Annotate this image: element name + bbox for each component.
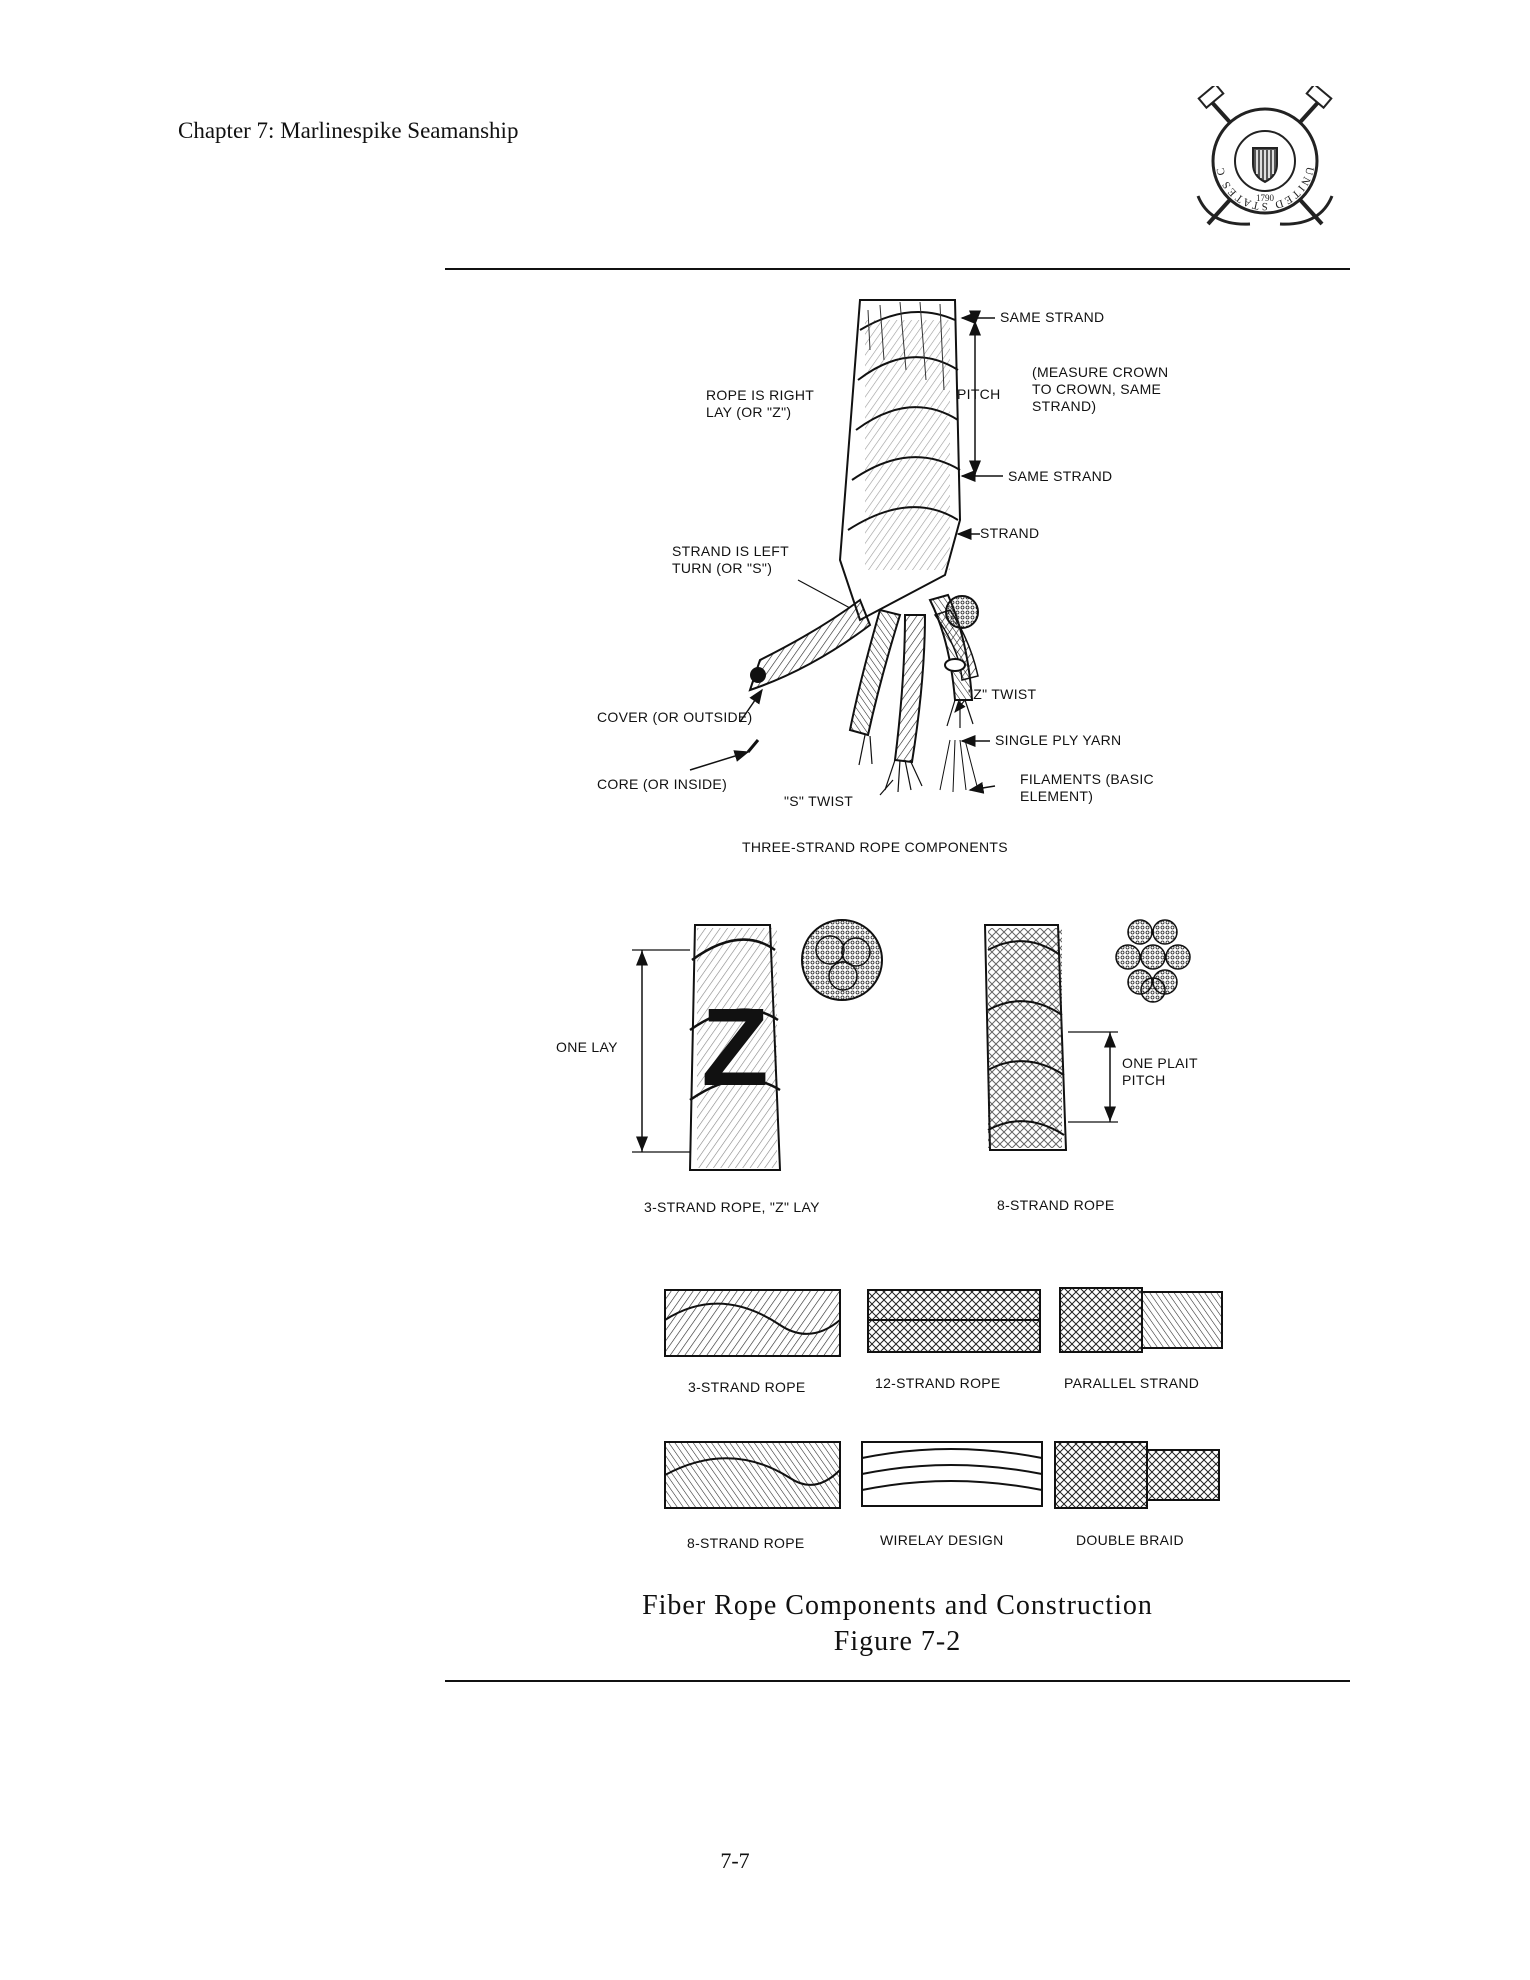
label-one-plait-1: ONE PLAIT: [1122, 1055, 1198, 1071]
label-measure-3: STRAND): [1032, 398, 1096, 414]
label-measure-2: TO CROWN, SAME: [1032, 381, 1161, 397]
z-lay-rope-illustration: Z: [632, 919, 883, 1171]
z-lay-letter: Z: [701, 986, 768, 1109]
label-strand-turn-1: STRAND IS LEFT: [672, 543, 789, 559]
eight-strand-rope-illustration: [983, 919, 1191, 1151]
chapter-header: Chapter 7: Marlinespike Seamanship: [178, 118, 519, 143]
eight-strand-caption: 8-STRAND ROPE: [997, 1197, 1114, 1213]
label-pitch: PITCH: [957, 386, 1001, 402]
label-cover: COVER (OR OUTSIDE): [597, 709, 753, 725]
coast-guard-seal-icon: UNITED STATES COAST GUARD 1790: [1190, 86, 1334, 226]
construction-12-strand: 12-STRAND ROPE: [875, 1375, 1001, 1391]
bottom-panel-labels: 3-STRAND ROPE 12-STRAND ROPE PARALLEL ST…: [687, 1375, 1199, 1551]
label-same-strand-bottom: SAME STRAND: [1008, 468, 1112, 484]
construction-double-braid: DOUBLE BRAID: [1076, 1532, 1184, 1548]
label-measure-1: (MEASURE CROWN: [1032, 364, 1168, 380]
label-z-twist: "Z" TWIST: [968, 686, 1037, 702]
top-divider: [445, 268, 1350, 270]
z-lay-caption: 3-STRAND ROPE, "Z" LAY: [644, 1199, 820, 1215]
figure-caption-number: Figure 7-2: [833, 1626, 962, 1657]
rope-construction-samples: [664, 1287, 1223, 1509]
label-core: CORE (OR INSIDE): [597, 776, 727, 792]
label-s-twist: "S" TWIST: [784, 793, 853, 809]
bottom-divider: [445, 1680, 1350, 1682]
label-strand-turn-2: TURN (OR "S"): [672, 560, 772, 576]
label-one-plait-2: PITCH: [1122, 1072, 1166, 1088]
label-filaments-2: ELEMENT): [1020, 788, 1093, 804]
middle-panel-labels: ONE LAY 3-STRAND ROPE, "Z" LAY ONE PLAIT…: [556, 1039, 1198, 1215]
construction-3-strand: 3-STRAND ROPE: [688, 1379, 805, 1395]
top-panel-leaders: [689, 310, 1003, 796]
construction-wirelay: WIRELAY DESIGN: [880, 1532, 1004, 1548]
construction-8-strand: 8-STRAND ROPE: [687, 1535, 804, 1551]
label-strand: STRAND: [980, 525, 1039, 541]
three-strand-rope-illustration: [746, 299, 979, 793]
label-one-lay: ONE LAY: [556, 1039, 618, 1055]
label-rope-lay-2: LAY (OR "Z"): [706, 404, 791, 420]
top-panel-title: THREE-STRAND ROPE COMPONENTS: [742, 839, 1008, 855]
page-number: 7-7: [720, 1848, 750, 1873]
figure-caption-title: Fiber Rope Components and Construction: [642, 1590, 1153, 1621]
top-panel-labels: SAME STRAND (MEASURE CROWN TO CROWN, SAM…: [597, 309, 1168, 855]
seal-year: 1790: [1256, 193, 1275, 203]
label-filaments-1: FILAMENTS (BASIC: [1020, 771, 1154, 787]
label-rope-lay-1: ROPE IS RIGHT: [706, 387, 814, 403]
construction-parallel-strand: PARALLEL STRAND: [1064, 1375, 1199, 1391]
label-same-strand-top: SAME STRAND: [1000, 309, 1104, 325]
label-single-ply: SINGLE PLY YARN: [995, 732, 1121, 748]
